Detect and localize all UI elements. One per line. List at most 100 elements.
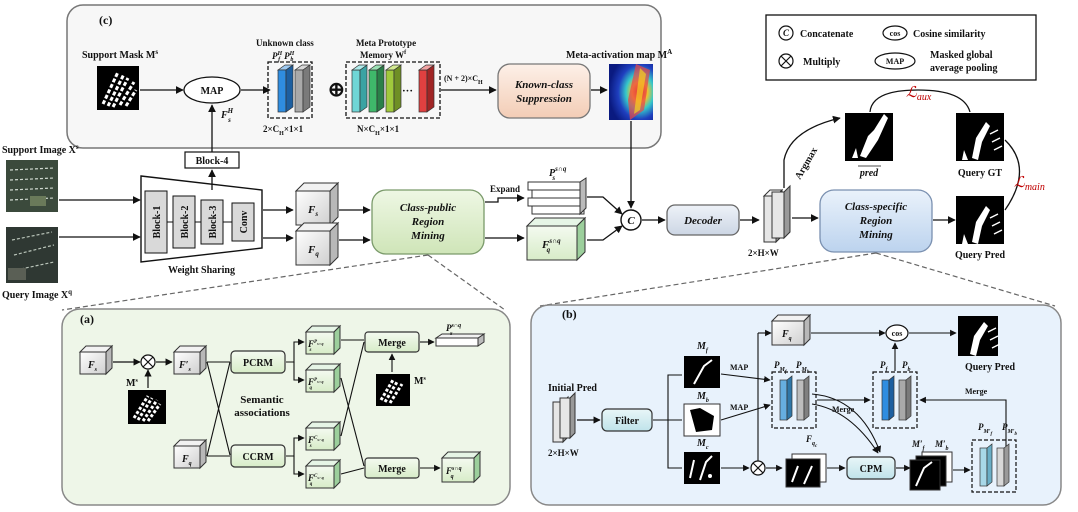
a-fs-pcrm-cube: [304, 324, 342, 356]
b-pb-label: Pb: [902, 360, 911, 373]
a-multiply-node: [140, 354, 156, 370]
b-mb-label: Mb: [696, 391, 709, 404]
known-class-label-2: Suppression: [516, 93, 572, 105]
query-pred-label: Query Pred: [955, 250, 1006, 261]
b-mf-image: [684, 356, 720, 388]
a-fq-ccrm-cube: [304, 458, 342, 490]
meta-dim: N×CH×1×1: [357, 124, 400, 137]
legend-multiply: Multiply: [803, 57, 840, 68]
concat-node-label: C: [627, 215, 635, 227]
filter-label: Filter: [615, 416, 639, 427]
b-initial-pred-label: Initial Pred: [548, 383, 597, 394]
fq-label: Fq: [307, 244, 319, 258]
a-mask-image: [128, 390, 166, 424]
block1-label: Block-1: [152, 206, 163, 239]
a-out-prototype: [434, 333, 486, 347]
class-specific-region-mining: [819, 189, 933, 253]
memory-label: Memory Wf: [360, 50, 407, 60]
l-main-label: ℒmain: [1014, 175, 1045, 193]
class-public-region-mining: [371, 189, 485, 255]
svg-text:C: C: [783, 28, 790, 38]
unknown-prototypes: [276, 64, 312, 113]
support-image-label: Support Image Xs: [2, 143, 79, 156]
query-image-label: Query Image Xq: [2, 288, 72, 301]
multiply-legend-icon: [778, 53, 794, 69]
b-mfp-label: M′f: [911, 439, 926, 452]
expand-label: Expand: [490, 184, 520, 194]
encoder-blocks: [144, 190, 255, 254]
meta-activation-map: [609, 64, 653, 120]
fs-cube: [294, 181, 340, 227]
known-class-label-1: Known-class: [514, 79, 573, 91]
a-fs-prime-cube: [172, 344, 208, 376]
query-pred-image: [956, 196, 1004, 244]
csrm-label-1: Class-specific: [845, 201, 907, 213]
b-fq-cube: [770, 313, 812, 347]
legend-concatenate: Concatenate: [800, 29, 854, 40]
b-fqc-label: Fqc: [805, 434, 818, 449]
unknown-class-box: [267, 61, 313, 119]
semantic-label-1: Semantic: [240, 394, 284, 406]
unknown-dim: 2×CH×1×1: [263, 124, 304, 137]
a-merge1-box: [364, 331, 420, 353]
ccrm-box: [230, 444, 286, 468]
b-mbp-label: M′b: [934, 439, 949, 452]
b-map2-label: MAP: [730, 403, 748, 412]
b-multiply-node: [750, 460, 766, 476]
block2-label: Block-2: [180, 206, 191, 239]
legend-cosine: Cosine similarity: [913, 29, 986, 40]
a-merge2-box: [364, 457, 420, 479]
decoder-box: [666, 204, 740, 236]
a-fq-pcrm-cube: [304, 362, 342, 394]
l-aux-label: ℒaux: [906, 85, 932, 103]
csrm-label-2: Region: [859, 215, 892, 227]
csrm-label-3: Mining: [858, 229, 893, 241]
svg-text:cos: cos: [890, 29, 901, 38]
b-pm-box: [771, 371, 817, 429]
b-pm-prototypes: [779, 375, 810, 421]
ccrm-label: CCRM: [242, 452, 274, 463]
b-map1-label: MAP: [730, 363, 748, 372]
semantic-label-2: associations: [234, 407, 290, 419]
b-query-pred-image: [958, 316, 1001, 356]
b-initial-pred-maps: [552, 391, 576, 444]
b-cos-node: [885, 324, 909, 342]
fq-snq-cube: [525, 216, 587, 262]
oplus-symbol: ⊕: [328, 79, 345, 101]
block4-label: Block-4: [196, 156, 229, 167]
argmax-label: Argmax: [793, 146, 820, 182]
a-fs-ccrm-cube: [304, 420, 342, 452]
cprm-label-2: Region: [411, 216, 444, 228]
query-gt-label: Query GT: [958, 168, 1002, 179]
b-p-box: [872, 371, 918, 429]
conv-label: Conv: [239, 211, 250, 234]
concat-legend-icon: [778, 25, 794, 41]
b-merge1-label: Merge: [832, 405, 855, 414]
a-fs-label: Fs: [87, 360, 98, 373]
b-merge2-label: Merge: [965, 387, 988, 396]
b-query-pred-label: Query Pred: [965, 362, 1016, 373]
support-mask-image: [97, 66, 139, 110]
cpm-box: [846, 456, 896, 480]
map-legend-icon: [874, 52, 916, 70]
cos-legend-icon: [882, 25, 908, 41]
support-mask-label: Support Mask Ms: [82, 48, 158, 61]
b-mprime-images: [909, 451, 953, 491]
decoder-dim: 2×H×W: [748, 248, 779, 258]
ps-snq-stack: [527, 177, 587, 216]
pcrm-box: [230, 350, 286, 374]
a-ms-label: Ms: [126, 378, 138, 389]
block4-box: [184, 151, 240, 169]
svg-text:MAP: MAP: [886, 57, 904, 66]
b-fqc-image: [785, 453, 827, 488]
decoder-output-maps: [762, 184, 791, 244]
concat-node: [620, 209, 642, 231]
ellipsis: ···: [402, 85, 413, 97]
